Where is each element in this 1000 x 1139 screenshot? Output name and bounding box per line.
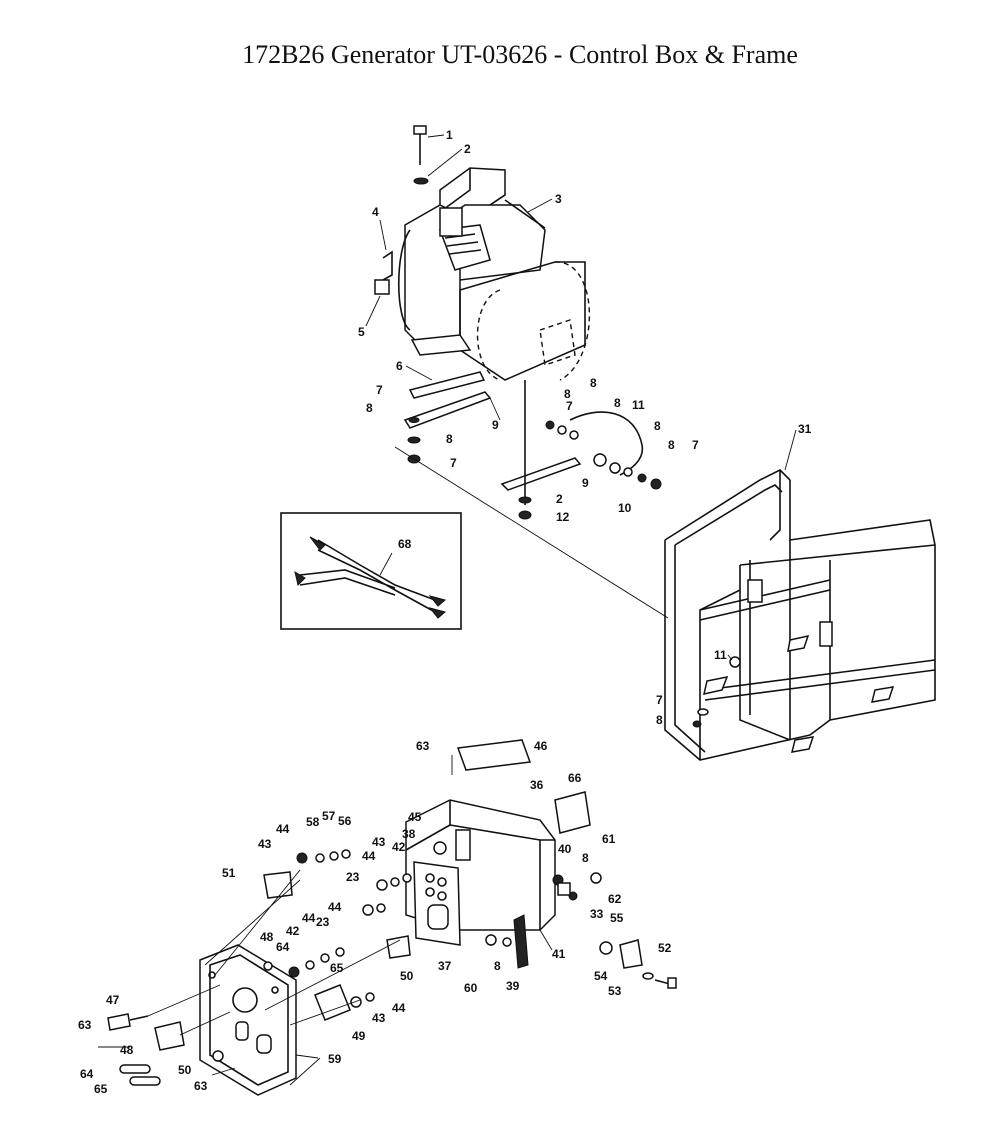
callout-36: 36 xyxy=(530,778,544,792)
control-box xyxy=(98,739,677,1096)
callout-7d: 7 xyxy=(566,399,573,413)
callout-68: 68 xyxy=(398,537,412,551)
callout-50: 50 xyxy=(400,969,414,983)
callout-23b: 23 xyxy=(316,915,330,929)
callout-50b: 50 xyxy=(178,1063,192,1077)
callout-59: 59 xyxy=(328,1052,342,1066)
callout-53: 53 xyxy=(608,984,622,998)
callout-8h: 8 xyxy=(582,851,589,865)
callout-4: 4 xyxy=(372,205,379,219)
callout-7: 7 xyxy=(376,383,383,397)
callout-23: 23 xyxy=(346,870,360,884)
callout-47: 47 xyxy=(106,993,120,1007)
callout-9b: 9 xyxy=(582,476,589,490)
callout-8g: 8 xyxy=(656,713,663,727)
callout-48: 48 xyxy=(260,930,274,944)
callout-60: 60 xyxy=(464,981,478,995)
callout-49: 49 xyxy=(352,1029,366,1043)
callout-43b: 43 xyxy=(258,837,272,851)
callout-1: 1 xyxy=(446,128,453,142)
callout-62: 62 xyxy=(608,892,622,906)
callout-8d: 8 xyxy=(614,396,621,410)
callout-leaders xyxy=(295,134,797,1059)
callout-7e: 7 xyxy=(692,438,699,452)
engine-generator xyxy=(374,125,669,619)
callout-37: 37 xyxy=(438,959,452,973)
callout-46: 46 xyxy=(534,739,548,753)
callout-61: 61 xyxy=(602,832,616,846)
callout-39: 39 xyxy=(506,979,520,993)
callout-48b: 48 xyxy=(120,1043,134,1057)
callout-58: 58 xyxy=(306,815,320,829)
callout-33: 33 xyxy=(590,907,604,921)
callout-31: 31 xyxy=(798,422,812,436)
harness-inset xyxy=(280,512,462,630)
callout-52: 52 xyxy=(658,941,672,955)
callout-7c: 8 xyxy=(564,387,571,401)
callout-41: 41 xyxy=(552,947,566,961)
callout-44e: 44 xyxy=(392,1001,406,1015)
callout-43: 43 xyxy=(372,835,386,849)
callout-11b: 11 xyxy=(714,648,727,662)
callout-44c: 44 xyxy=(328,900,342,914)
callout-10: 10 xyxy=(618,501,632,515)
callout-63: 63 xyxy=(416,739,430,753)
callout-2b: 2 xyxy=(556,492,563,506)
callout-42b: 42 xyxy=(286,924,300,938)
callout-3: 3 xyxy=(555,192,562,206)
callout-42: 42 xyxy=(392,840,406,854)
callout-2: 2 xyxy=(464,142,471,156)
callout-63c: 63 xyxy=(194,1079,208,1093)
page-title: 172B26 Generator UT-03626 - Control Box … xyxy=(242,40,798,69)
callout-12: 12 xyxy=(556,510,570,524)
callout-55: 55 xyxy=(610,911,624,925)
callout-9: 9 xyxy=(492,418,499,432)
callout-66: 66 xyxy=(568,771,582,785)
callout-63b: 63 xyxy=(78,1018,92,1032)
callout-6: 6 xyxy=(396,359,403,373)
callout-43c: 43 xyxy=(372,1011,386,1025)
callout-65b: 65 xyxy=(94,1082,108,1096)
callout-54: 54 xyxy=(594,969,608,983)
callout-8f: 8 xyxy=(668,438,675,452)
callout-8c: 8 xyxy=(446,432,453,446)
callout-65: 65 xyxy=(330,961,344,975)
callout-51: 51 xyxy=(222,866,236,880)
callout-64b: 64 xyxy=(80,1067,94,1081)
callout-8: 8 xyxy=(366,401,373,415)
callout-7f: 7 xyxy=(656,693,663,707)
callout-45: 45 xyxy=(408,810,422,824)
callout-8e: 8 xyxy=(654,419,661,433)
callout-44b: 44 xyxy=(276,822,290,836)
callout-38: 38 xyxy=(402,827,416,841)
callout-44: 44 xyxy=(362,849,376,863)
callouts: 1 2 3 4 5 6 7 8 8 9 8 7 8 7 8 11 8 8 7 9… xyxy=(78,128,812,1096)
callout-8b: 8 xyxy=(590,376,597,390)
callout-5: 5 xyxy=(358,325,365,339)
callout-64: 64 xyxy=(276,940,290,954)
callout-7b: 7 xyxy=(450,456,457,470)
callout-40: 40 xyxy=(558,842,572,856)
callout-56: 56 xyxy=(338,814,352,828)
callout-8i: 8 xyxy=(494,959,501,973)
callout-44d: 44 xyxy=(302,911,316,925)
frame xyxy=(664,469,936,761)
callout-11: 11 xyxy=(632,398,645,412)
callout-57: 57 xyxy=(322,809,336,823)
